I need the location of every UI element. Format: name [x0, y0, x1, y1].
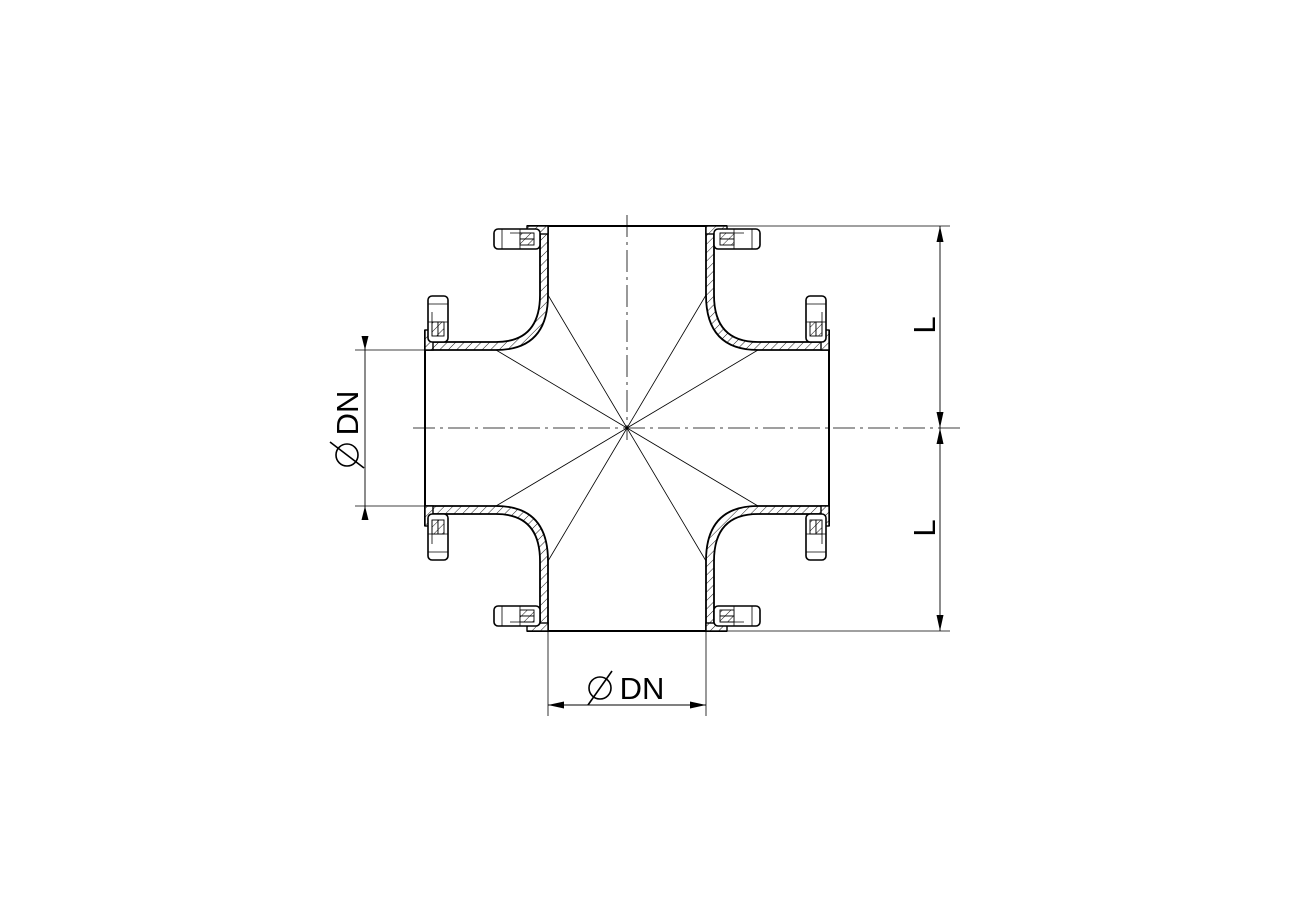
arrow-diameter-bottom-left [548, 701, 564, 709]
diameter-symbol-left [329, 441, 365, 469]
construction-lines [495, 294, 759, 562]
diameter-symbol-bottom [587, 670, 613, 706]
arrow-diameter-bottom-right [690, 701, 706, 709]
clamp-nut-top-left [493, 228, 541, 250]
arrow-l-top-start [936, 226, 944, 242]
clamp-nut-top-right [713, 228, 761, 250]
diameter-label-bottom: DN [620, 671, 665, 706]
arrow-l-top-end [936, 412, 944, 428]
dimension-length-right: L L [727, 225, 950, 632]
clamp-nuts [427, 228, 827, 627]
arrow-diameter-left-top [361, 336, 369, 350]
clamp-nut-left-top [427, 295, 449, 343]
arrow-l-bottom-end [936, 615, 944, 631]
clamp-nut-right-top [805, 295, 827, 343]
arrow-diameter-left-bottom [361, 506, 369, 520]
dimension-diameter-left: DN [329, 336, 425, 520]
arrow-l-bottom-start [936, 428, 944, 444]
clamp-nut-right-bottom [805, 513, 827, 561]
clamp-nut-left-bottom [427, 513, 449, 561]
center-lines [413, 215, 962, 440]
clamp-nut-bottom-left [493, 605, 541, 627]
diameter-label-left: DN [330, 391, 365, 436]
length-label-top: L [907, 316, 942, 333]
clamp-nut-bottom-right [713, 605, 761, 627]
dimension-diameter-bottom: DN [547, 631, 707, 716]
pipe-end-faces [424, 225, 830, 632]
length-label-bottom: L [907, 519, 942, 536]
